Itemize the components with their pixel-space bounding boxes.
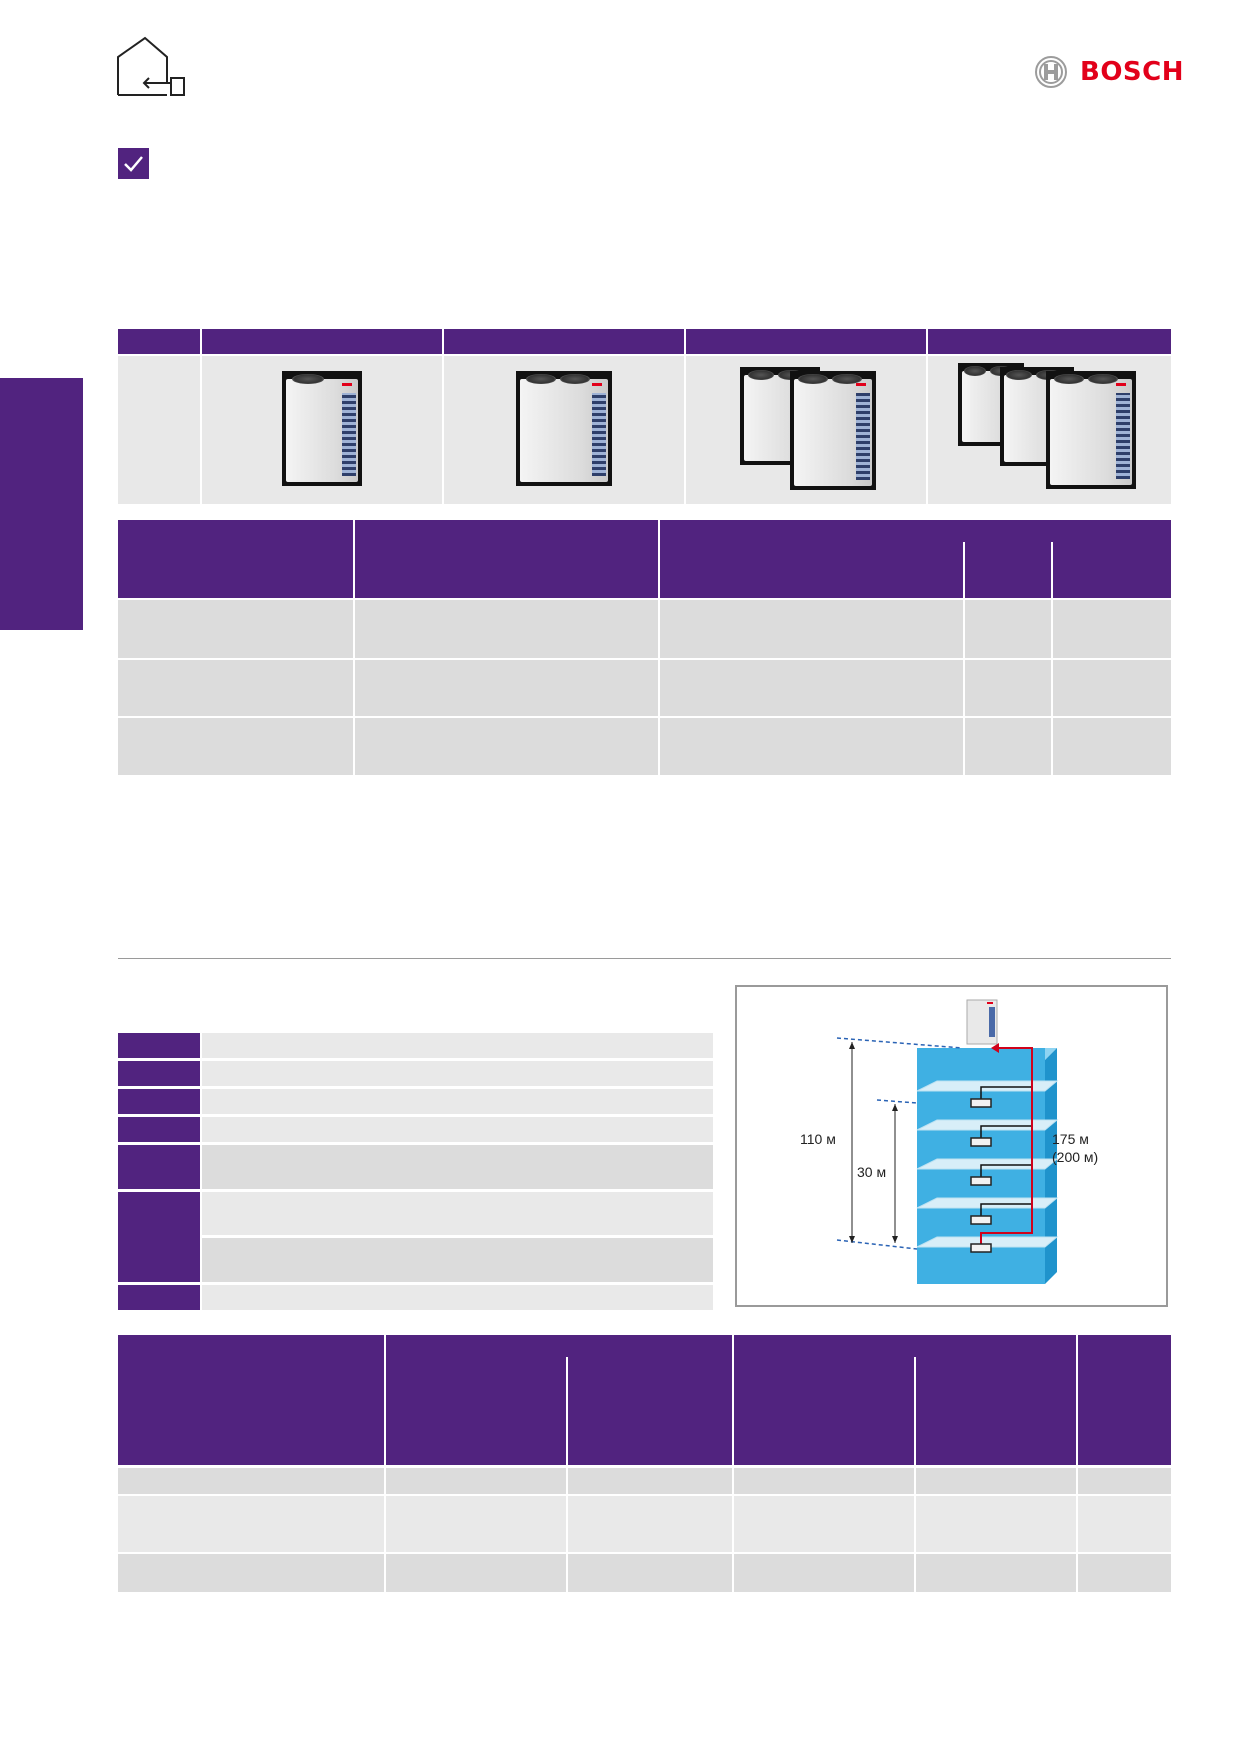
table-row <box>118 1554 1171 1592</box>
row-label-cell <box>118 1285 200 1310</box>
bosch-logo: BOSCH <box>1034 55 1184 89</box>
table-cell <box>118 356 200 504</box>
header-divider <box>1051 542 1053 598</box>
table-header-cell <box>928 329 1171 354</box>
table-header-cell <box>202 329 442 354</box>
table-cell <box>686 356 926 504</box>
column-divider <box>914 1468 916 1592</box>
row-label-cell <box>118 1117 200 1142</box>
pipe-length-label: 175 м <box>1052 1131 1089 1147</box>
table-header-cell <box>444 329 684 354</box>
column-divider <box>566 1468 568 1592</box>
row-value-cell <box>202 1192 713 1235</box>
row-value-cell <box>202 1033 713 1058</box>
outdoor-unit-image <box>1046 371 1136 489</box>
height-total-label: 110 м <box>800 1131 836 1147</box>
pipe-length-equiv-label: (200 м) <box>1052 1149 1099 1165</box>
outdoor-unit-image <box>516 371 612 486</box>
header-divider <box>732 1335 734 1465</box>
capacity-table <box>118 1335 1171 1593</box>
row-value-cell <box>202 1238 713 1282</box>
height-indoor-label: 30 м <box>857 1164 887 1180</box>
column-divider <box>1051 600 1053 775</box>
table-row <box>118 718 1171 775</box>
product-lineup-table <box>118 329 1171 504</box>
table-header-row <box>118 329 1171 354</box>
row-label-cell <box>118 1145 200 1189</box>
column-divider <box>732 1468 734 1592</box>
table-header-cell <box>118 520 353 598</box>
header-divider <box>566 1357 568 1465</box>
table-row <box>118 1496 1171 1552</box>
header-divider <box>914 1357 916 1465</box>
house-arrow-icon <box>115 36 195 98</box>
table-header-cell <box>686 329 926 354</box>
section-divider <box>118 958 1171 959</box>
table-row <box>118 600 1171 658</box>
table-header-cell <box>660 520 1171 598</box>
row-label-cell <box>118 1089 200 1114</box>
table-cell <box>444 356 684 504</box>
header-divider <box>384 1335 386 1465</box>
row-value-cell <box>202 1285 713 1310</box>
column-divider <box>963 600 965 775</box>
row-value-cell <box>202 1145 713 1189</box>
column-divider <box>1076 1468 1078 1592</box>
table-row <box>118 1468 1171 1494</box>
table-cell <box>202 356 442 504</box>
row-label-cell <box>118 1033 200 1058</box>
row-value-cell <box>202 1117 713 1142</box>
piping-diagram: 110 м 30 м 175 м (200 м) <box>735 985 1168 1307</box>
table-header-cell <box>118 329 200 354</box>
table-row <box>118 660 1171 716</box>
header-divider <box>963 542 965 598</box>
logo-wordmark: BOSCH <box>1080 57 1184 87</box>
side-section-tab <box>0 378 83 630</box>
table-header-cell <box>355 520 658 598</box>
table-row <box>118 356 1171 504</box>
outdoor-unit-image <box>790 371 876 490</box>
table-cell <box>928 356 1171 504</box>
outdoor-unit-image <box>282 371 362 486</box>
row-label-cell <box>118 1192 200 1282</box>
specs-table <box>118 520 1171 778</box>
column-divider <box>353 600 355 775</box>
row-label-cell <box>118 1061 200 1086</box>
row-value-cell <box>202 1061 713 1086</box>
header-divider <box>1076 1335 1078 1465</box>
table-header-row <box>118 1335 1171 1465</box>
check-icon <box>118 148 149 179</box>
column-divider <box>384 1468 386 1592</box>
piping-limits-table <box>118 1033 713 1310</box>
row-value-cell <box>202 1089 713 1114</box>
column-divider <box>658 600 660 775</box>
